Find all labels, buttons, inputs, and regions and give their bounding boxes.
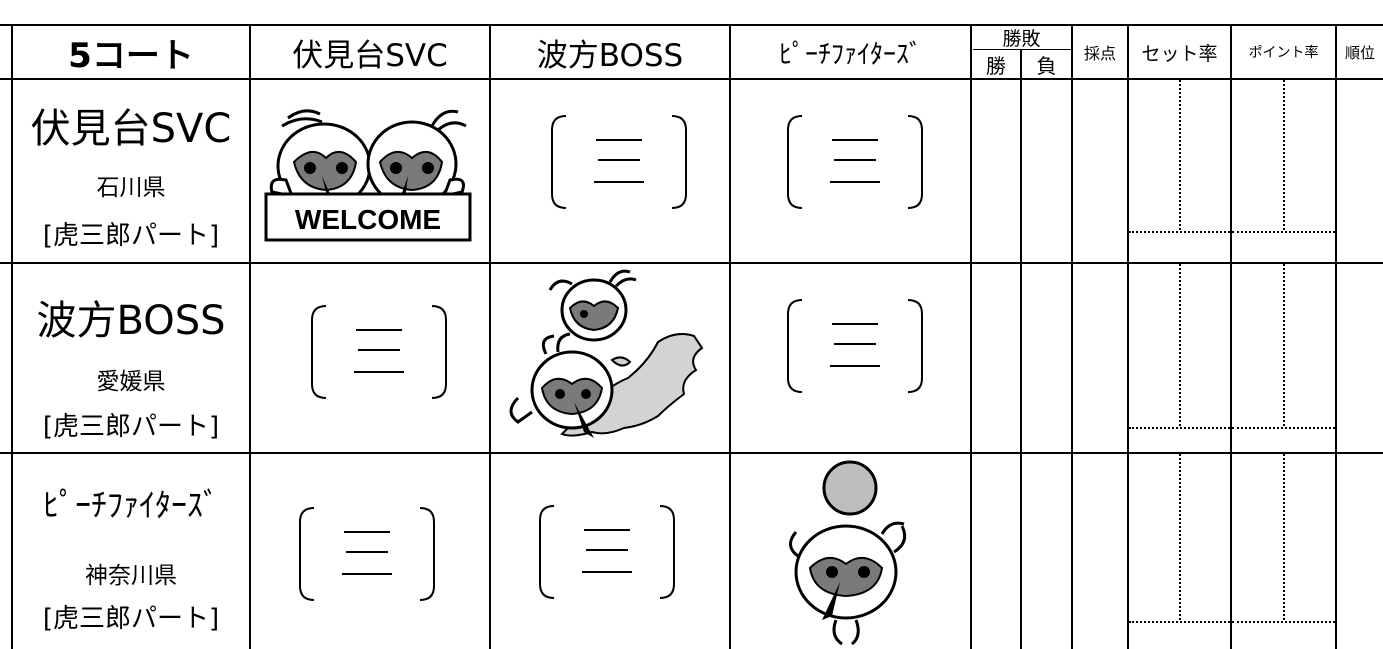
row-part: [虎三郎パート] — [42, 412, 220, 442]
col-header-team2: 波方BOSS — [536, 37, 684, 74]
welcome-mascot-icon — [264, 109, 472, 242]
ball-mascot-icon — [789, 460, 907, 646]
row-team-name: 伏見台SVC — [30, 106, 232, 152]
row-part: [虎三郎パート] — [42, 221, 220, 251]
welcome-sign-text: WELCOME — [294, 204, 442, 235]
bracket-three-icon — [787, 115, 923, 209]
heading-fragment — [0, 0, 5, 19]
court-title: 5コート — [68, 35, 194, 76]
col-header-score: 採点 — [1083, 44, 1116, 63]
row-part: [虎三郎パート] — [42, 604, 220, 634]
bracket-three-icon — [311, 305, 447, 399]
row-team-name: ﾋﾟｰﾁﾌｧｲﾀｰｽﾞ — [42, 486, 219, 524]
bracket-three-icon — [539, 505, 675, 599]
col-header-win: 勝 — [986, 53, 1006, 78]
col-header-winloss: 勝敗 — [1002, 27, 1041, 50]
heading-fragment-text — [0, 0, 5, 19]
row-team-name: 波方BOSS — [36, 298, 226, 344]
col-header-rank: 順位 — [1344, 43, 1375, 62]
col-header-point-rate: ポイント率 — [1248, 45, 1319, 61]
row-prefecture: 石川県 — [96, 175, 166, 201]
col-header-team3: ﾋﾟｰﾁﾌｧｲﾀｰｽﾞ — [778, 39, 922, 70]
bracket-three-icon — [787, 299, 923, 393]
col-header-loss: 負 — [1036, 53, 1057, 78]
row-prefecture: 神奈川県 — [85, 563, 177, 589]
bracket-three-icon — [551, 115, 687, 209]
col-header-team1: 伏見台SVC — [292, 37, 448, 74]
bracket-three-icon — [299, 507, 435, 601]
row-prefecture: 愛媛県 — [96, 369, 166, 395]
col-header-set-rate: セット率 — [1141, 42, 1218, 65]
map-mascot-icon — [509, 269, 704, 438]
